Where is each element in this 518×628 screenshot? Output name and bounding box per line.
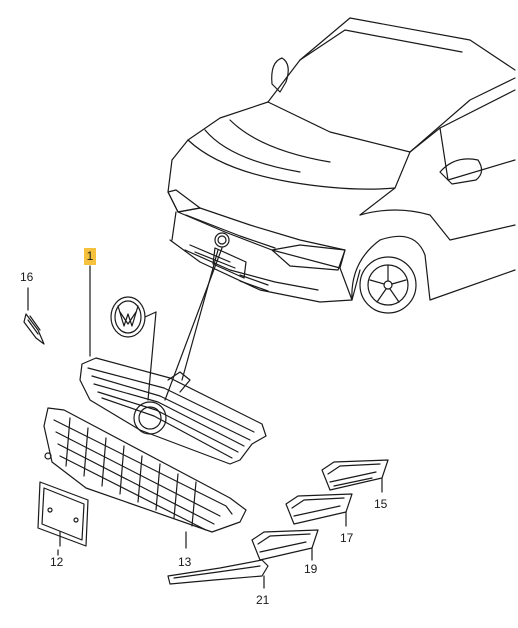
part-1-upper-grille (79, 265, 267, 465)
leader-emblem-2 (147, 311, 157, 401)
callout-1-label: 1 (86, 249, 94, 263)
car-outline (167, 17, 516, 314)
car-emblem (214, 232, 230, 248)
part-19-trim (251, 529, 319, 561)
callout-15-label: 15 (374, 497, 388, 511)
leader-emblem (164, 247, 223, 401)
part-15-trim (321, 459, 389, 493)
leader-grille (181, 249, 219, 381)
callout-13-label: 13 (178, 555, 192, 569)
headlight-left (167, 189, 201, 213)
headlight-right (271, 244, 346, 271)
callout-16-label: 16 (20, 270, 34, 284)
part-16-clip (23, 287, 45, 345)
part-17-trim (285, 493, 353, 527)
part-12-plate-holder (37, 481, 89, 547)
callout-1-highlight: 1 (84, 248, 96, 265)
callout-19-label: 19 (304, 562, 318, 576)
callout-17-label: 17 (340, 531, 354, 545)
callout-12-label: 12 (50, 555, 64, 569)
callout-21-label: 21 (256, 593, 270, 607)
part-21-strip (167, 559, 269, 589)
mirror-right (439, 158, 483, 185)
front-wheel (359, 256, 417, 314)
vw-emblem (110, 296, 157, 338)
mirror-left (271, 57, 289, 93)
part-13-lower-grille (43, 407, 247, 549)
